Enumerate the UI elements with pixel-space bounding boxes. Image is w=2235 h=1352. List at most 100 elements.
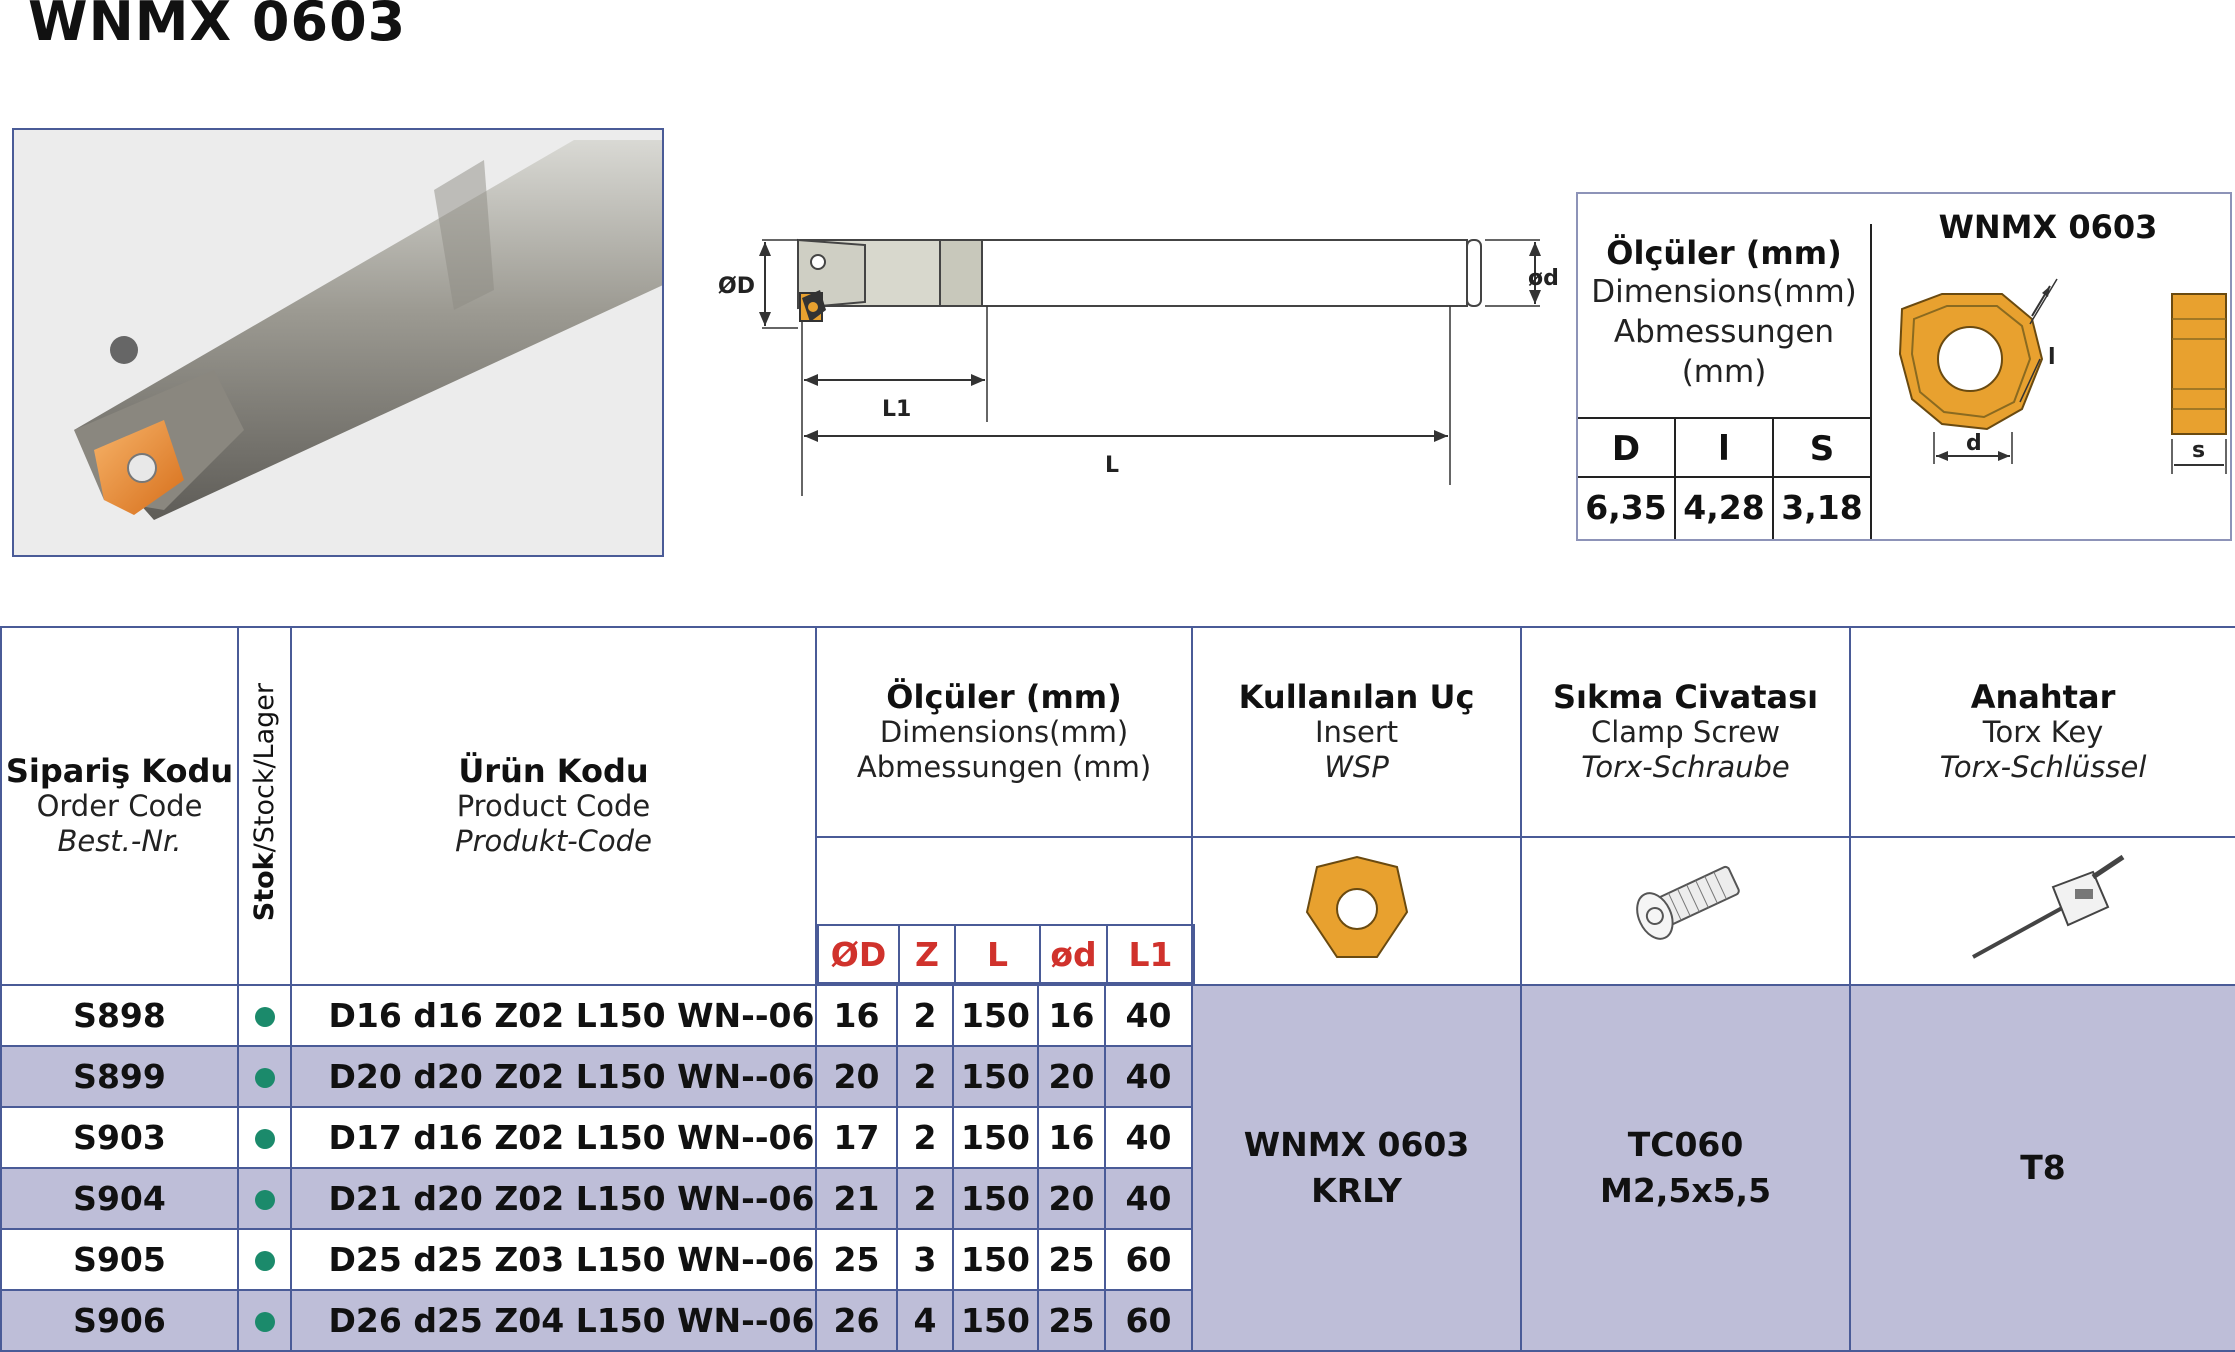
dim-d-cell: 20 bbox=[1037, 1167, 1106, 1230]
order-code-cell: S898 bbox=[0, 984, 239, 1047]
dim-header-D: D bbox=[1611, 429, 1641, 469]
stock-cell bbox=[237, 1228, 292, 1291]
dim-header-S: S bbox=[1809, 429, 1835, 469]
dim-title-de: Abmessungen bbox=[1613, 314, 1835, 350]
product-code-cell: D26 d25 Z04 L150 WN--06 bbox=[290, 1289, 817, 1352]
key-image-cell bbox=[1849, 836, 2235, 986]
order-code-cell: S905 bbox=[0, 1228, 239, 1291]
dim-D-cell: 17 bbox=[815, 1106, 898, 1169]
product-code-cell: D20 d20 Z02 L150 WN--06 bbox=[290, 1045, 817, 1108]
dim-Z-cell: 2 bbox=[896, 1045, 954, 1108]
dim-L-cell: 150 bbox=[952, 1045, 1039, 1108]
in-stock-dot bbox=[254, 1190, 275, 1210]
dim-L-cell: 150 bbox=[952, 1106, 1039, 1169]
order-code-cell: S904 bbox=[0, 1167, 239, 1230]
dim-D-cell: 25 bbox=[815, 1228, 898, 1291]
order-code-cell: S906 bbox=[0, 1289, 239, 1352]
dim-L-cell: 150 bbox=[952, 1167, 1039, 1230]
product-code-cell: D16 d16 Z02 L150 WN--06 bbox=[290, 984, 817, 1047]
header-stock: Stok/Stock/Lager bbox=[237, 626, 292, 986]
subheader-Z: Z bbox=[898, 924, 956, 984]
dim-d-cell: 25 bbox=[1037, 1228, 1106, 1291]
product-table: Sipariş Kodu Order Code Best.-Nr. Stok/S… bbox=[0, 626, 2235, 1352]
insert-icon bbox=[1305, 855, 1408, 958]
subheader-L: L bbox=[954, 924, 1041, 984]
dim-d-cell: 16 bbox=[1037, 1106, 1106, 1169]
torx-key-icon bbox=[1972, 854, 2125, 959]
dim-D-cell: 16 bbox=[815, 984, 898, 1047]
label-D: ØD bbox=[718, 274, 755, 299]
header-order-code: Sipariş Kodu Order Code Best.-Nr. bbox=[0, 626, 239, 986]
product-code-cell: D21 d20 Z02 L150 WN--06 bbox=[290, 1167, 817, 1230]
stock-cell bbox=[237, 1289, 292, 1352]
end-mill-image bbox=[14, 130, 662, 555]
dim-Z-cell: 2 bbox=[896, 1106, 954, 1169]
dim-header-l: l bbox=[1718, 429, 1730, 469]
insert-value-cell: WNMX 0603 KRLY bbox=[1191, 984, 1523, 1352]
insert-label-d: d bbox=[1966, 431, 1982, 456]
stock-cell bbox=[237, 1167, 292, 1230]
dim-L-cell: 150 bbox=[952, 1228, 1039, 1291]
subheader-d: ød bbox=[1039, 924, 1108, 984]
dim-L-cell: 150 bbox=[952, 984, 1039, 1047]
dim-L1-cell: 40 bbox=[1103, 1045, 1194, 1108]
screw-image-cell bbox=[1520, 836, 1852, 986]
dim-value-S: 3,18 bbox=[1781, 488, 1863, 527]
dim-D-cell: 20 bbox=[815, 1045, 898, 1108]
key-value-cell: T8 bbox=[1849, 984, 2235, 1352]
product-code-cell: D25 d25 Z03 L150 WN--06 bbox=[290, 1228, 817, 1291]
dim-L1-cell: 60 bbox=[1103, 1289, 1194, 1352]
dim-d-cell: 16 bbox=[1037, 984, 1106, 1047]
header-product-code: Ürün Kodu Product Code Produkt-Code bbox=[290, 626, 817, 986]
insert-label-s: s bbox=[2192, 438, 2205, 463]
dim-D-cell: 21 bbox=[815, 1167, 898, 1230]
dim-title-tr: Ölçüler (mm) bbox=[1606, 234, 1842, 272]
label-L1: L1 bbox=[882, 397, 911, 422]
stock-cell bbox=[237, 1106, 292, 1169]
insert-title: WNMX 0603 bbox=[1938, 208, 2158, 246]
dim-Z-cell: 4 bbox=[896, 1289, 954, 1352]
dim-box-heading: Ölçüler (mm) Dimensions(mm) Abmessungen … bbox=[1578, 234, 1870, 392]
dim-Z-cell: 2 bbox=[896, 984, 954, 1047]
dim-L1-cell: 60 bbox=[1103, 1228, 1194, 1291]
page-title: WNMX 0603 bbox=[28, 0, 407, 53]
dim-title-en: Dimensions(mm) bbox=[1591, 274, 1857, 310]
in-stock-dot bbox=[254, 1312, 275, 1332]
dim-title-unit: (mm) bbox=[1681, 354, 1767, 390]
stock-cell bbox=[237, 1045, 292, 1108]
order-code-cell: S899 bbox=[0, 1045, 239, 1108]
in-stock-dot bbox=[254, 1068, 275, 1088]
dim-L1-cell: 40 bbox=[1103, 1167, 1194, 1230]
technical-drawing: ØD ød L1 L bbox=[718, 238, 1559, 496]
in-stock-dot bbox=[254, 1007, 275, 1027]
label-L: L bbox=[1105, 453, 1119, 478]
order-code-cell: S903 bbox=[0, 1106, 239, 1169]
dim-L1-cell: 40 bbox=[1103, 1106, 1194, 1169]
dim-d-cell: 25 bbox=[1037, 1289, 1106, 1352]
insert-value-line1: WNMX 0603 bbox=[1243, 1125, 1470, 1164]
dim-L-cell: 150 bbox=[952, 1289, 1039, 1352]
dim-D-cell: 26 bbox=[815, 1289, 898, 1352]
header-dimensions: Ölçüler (mm) Dimensions(mm) Abmessungen … bbox=[814, 626, 1194, 838]
header-torx-key: Anahtar Torx Key Torx-Schlüssel bbox=[1849, 626, 2235, 838]
in-stock-dot bbox=[254, 1251, 275, 1271]
product-photo bbox=[12, 128, 664, 557]
insert-dimensions-box: Ölçüler (mm) Dimensions(mm) Abmessungen … bbox=[1576, 192, 2232, 541]
insert-label-l: l bbox=[2048, 345, 2056, 370]
screw-value-line2: M2,5x5,5 bbox=[1600, 1171, 1772, 1210]
stock-cell bbox=[237, 984, 292, 1047]
insert-image-cell bbox=[1191, 836, 1523, 986]
dim-Z-cell: 3 bbox=[896, 1228, 954, 1291]
dim-d-cell: 20 bbox=[1037, 1045, 1106, 1108]
dim-subheader-wrapper: ØD Z L ød L1 bbox=[816, 837, 1195, 985]
subheader-L1: L1 bbox=[1106, 924, 1195, 984]
clamp-screw-icon bbox=[1635, 865, 1740, 940]
insert-value-line2: KRLY bbox=[1311, 1171, 1402, 1210]
screw-value-line1: TC060 bbox=[1627, 1125, 1744, 1164]
dim-value-l: 4,28 bbox=[1683, 488, 1765, 527]
header-insert: Kullanılan Uç Insert WSP bbox=[1191, 626, 1523, 838]
label-d: ød bbox=[1528, 266, 1559, 291]
dim-L1-cell: 40 bbox=[1103, 984, 1194, 1047]
insert-diagram: d l s bbox=[1898, 278, 2227, 474]
subheader-D: ØD bbox=[817, 924, 900, 984]
